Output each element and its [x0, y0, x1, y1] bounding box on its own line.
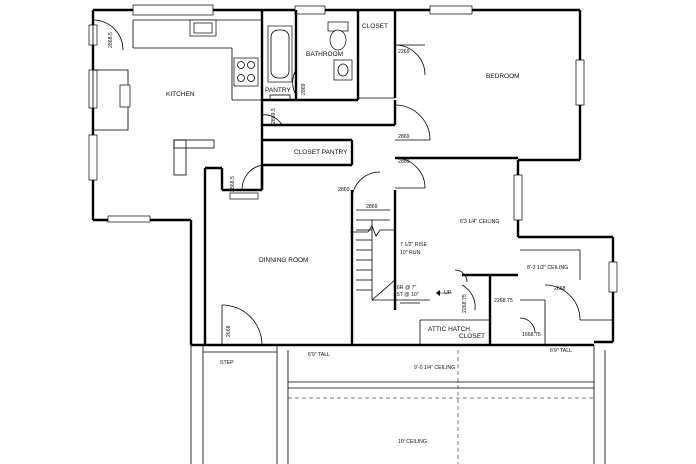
room-label-bedroom: BEDROOM — [486, 73, 520, 80]
stove-icon — [233, 57, 259, 87]
stair-treads-label: 15T @ 10" — [394, 292, 419, 298]
stairs — [350, 209, 468, 304]
door-label-right: 2668 — [554, 286, 566, 292]
bathtub-icon — [267, 25, 293, 83]
door-label-kitchen-top: 2868.5 — [108, 32, 114, 48]
room-label-step: STEP — [220, 360, 234, 366]
door-label-small: 1668.75 — [522, 332, 541, 338]
room-label-closet-pantry: CLOSET PANTRY — [294, 149, 348, 156]
ceiling-label-1: 6'3 1/4" CEILING — [460, 219, 499, 225]
room-labels: KITCHEN BATHROOM CLOSET BEDROOM PANTRY C… — [166, 23, 520, 366]
tall-label-1: 6'9" TALL — [308, 352, 330, 358]
doors — [92, 19, 581, 346]
door-label-kitchen-side: 2868.5 — [230, 176, 236, 192]
room-label-closet-top: CLOSET — [362, 23, 388, 30]
door-label-closet-v: 2268.75 — [462, 294, 468, 313]
stair-up-label: UP — [444, 290, 452, 296]
door-label-closet-h: 2268.75 — [494, 298, 513, 304]
door-label-hall-1: 2869 — [398, 134, 410, 140]
stair-labels: 7 1/2" RISE 10" RUN 16R @ 7" 15T @ 10" U… — [394, 242, 452, 298]
ceiling-label-2: 8'-3 1/2" CEILING — [527, 265, 568, 271]
room-label-pantry: PANTRY — [265, 87, 291, 94]
stair-risers-label: 16R @ 7" — [394, 285, 417, 291]
door-label-hall-2: 2869 — [398, 159, 410, 165]
door-label-dining: 2668 — [226, 325, 232, 337]
room-label-dining-room: DINNING ROOM — [259, 257, 308, 264]
ceiling-labels: 6'3 1/4" CEILING 8'-3 1/2" CEILING 9'-0 … — [308, 219, 572, 445]
room-label-attic-hatch: ATTIC HATCH — [428, 326, 470, 333]
bath-sink-icon — [333, 59, 353, 81]
door-label-hall-3: 2860 — [338, 187, 350, 193]
room-label-closet-bottom: CLOSET — [459, 333, 485, 340]
room-label-bathroom: BATHROOM — [306, 51, 343, 58]
tall-label-2: 6'9" TALL — [550, 348, 572, 354]
interior-walls — [173, 10, 613, 345]
door-label-stair: 2869 — [366, 204, 378, 210]
door-label-pantry-side: 2869.5 — [271, 108, 277, 124]
door-label-bedroom-top: 2269 — [398, 49, 410, 55]
door-label-bath: 2869 — [301, 83, 307, 95]
room-label-kitchen: KITCHEN — [166, 91, 195, 98]
stair-run-label: 10" RUN — [400, 250, 421, 256]
stair-rise-label: 7 1/2" RISE — [400, 242, 427, 248]
ceiling-label-3: 9'-0 1/4" CEILING — [414, 365, 455, 371]
ceiling-label-4: 10' CEILING — [398, 439, 427, 445]
door-labels: 2868.5 2869 2869.5 2868.5 2269 2869 2869… — [108, 32, 566, 338]
fixtures — [92, 19, 353, 131]
